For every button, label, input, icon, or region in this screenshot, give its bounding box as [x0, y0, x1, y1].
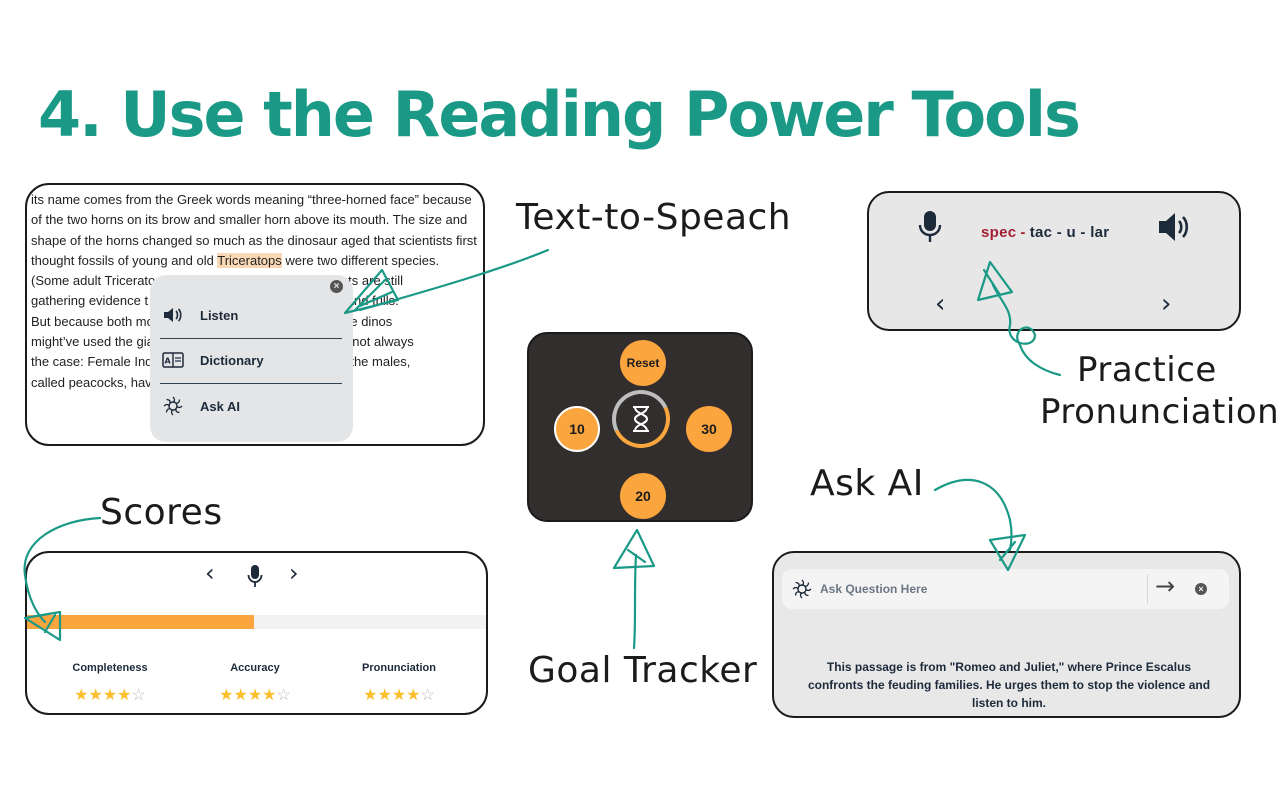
- popup-divider: [160, 338, 342, 339]
- reading-progress-fill: [27, 615, 254, 629]
- reading-line: of the two horns on its brow and smaller…: [31, 212, 468, 228]
- goal-option-10[interactable]: 10: [554, 406, 600, 452]
- annotation-scores: Scores: [100, 492, 223, 533]
- active-syllable: spec: [981, 224, 1017, 241]
- popup-item-label: Ask AI: [200, 398, 240, 414]
- star-filled-icon: ★: [247, 687, 263, 704]
- annotation-pronunciation: Pronunciation: [1040, 392, 1280, 432]
- reading-text-segment: thought fossils of young and old: [31, 252, 218, 268]
- reading-text-segment: were two different species.: [281, 252, 440, 268]
- next-chevron-icon[interactable]: ›: [289, 559, 299, 587]
- star-filled-icon: ★: [391, 687, 407, 704]
- star-filled-icon: ★: [102, 687, 118, 704]
- speaker-icon: [160, 304, 186, 326]
- popup-item-label: Dictionary: [200, 352, 264, 368]
- score-stars-accuracy: ★★★★☆: [195, 685, 315, 705]
- arrow-goal-tracker: [632, 553, 638, 650]
- scores-panel: ‹ › Completeness ★★★★☆ Accuracy ★★★★☆ Pr…: [25, 551, 488, 715]
- speaker-icon[interactable]: [1157, 211, 1193, 248]
- star-empty-icon: ☆: [276, 687, 291, 704]
- syllable-breakdown: spec-tac - u - lar: [981, 224, 1109, 241]
- score-label-accuracy: Accuracy: [230, 662, 280, 674]
- score-stars-pronunciation: ★★★★☆: [339, 685, 459, 705]
- close-icon[interactable]: ×: [1195, 583, 1207, 595]
- reading-line: shape of the horns changed so much as th…: [31, 232, 477, 248]
- annotation-goal-tracker: Goal Tracker: [528, 650, 758, 691]
- svg-text:A: A: [165, 357, 172, 366]
- goal-option-20[interactable]: 20: [620, 473, 666, 519]
- arrow-ask-ai: [933, 478, 1013, 552]
- annotation-ask-ai: Ask AI: [810, 463, 924, 504]
- microphone-icon[interactable]: [247, 564, 263, 593]
- annotation-text-to-speech: Text-to-Speach: [516, 197, 792, 238]
- arrowhead-goal-tracker: [612, 528, 656, 570]
- star-filled-icon: ★: [363, 687, 378, 704]
- hourglass-icon: [620, 398, 662, 440]
- ask-question-input[interactable]: [820, 573, 1150, 605]
- word-action-popup: × Listen A Dictionary Ask AI: [150, 275, 353, 442]
- page-title: 4. Use the Reading Power Tools: [38, 78, 1081, 151]
- ask-ai-bar: → ×: [782, 569, 1229, 609]
- popup-item-listen[interactable]: Listen: [160, 300, 340, 330]
- star-empty-icon: ☆: [131, 687, 146, 704]
- goal-option-30[interactable]: 30: [686, 406, 732, 452]
- star-filled-icon: ★: [377, 687, 392, 704]
- popup-close-button[interactable]: ×: [330, 280, 343, 293]
- reset-button[interactable]: Reset: [620, 340, 666, 386]
- annotation-practice: Practice: [1077, 350, 1217, 390]
- star-empty-icon: ☆: [420, 687, 435, 704]
- prev-chevron-icon[interactable]: ‹: [205, 559, 215, 587]
- star-filled-icon: ★: [88, 687, 103, 704]
- next-chevron-icon[interactable]: ›: [1161, 289, 1172, 319]
- star-filled-icon: ★: [262, 687, 277, 704]
- ask-ai-panel: → × This passage is from "Romeo and Juli…: [772, 551, 1241, 718]
- star-filled-icon: ★: [233, 687, 248, 704]
- star-filled-icon: ★: [406, 687, 421, 704]
- star-filled-icon: ★: [74, 687, 89, 704]
- popup-item-ask-ai[interactable]: Ask AI: [160, 391, 340, 421]
- reading-line: But because both mo inking the dinos: [31, 313, 393, 329]
- score-stars-completeness: ★★★★☆: [50, 685, 170, 705]
- popup-item-dictionary[interactable]: A Dictionary: [160, 345, 340, 375]
- popup-divider: [160, 383, 342, 384]
- pronunciation-panel: spec-tac - u - lar ‹ ›: [867, 191, 1241, 331]
- score-label-pronunciation: Pronunciation: [362, 662, 436, 674]
- ai-icon: [160, 395, 186, 417]
- reading-line: thought fossils of young and old Tricera…: [31, 251, 481, 271]
- star-filled-icon: ★: [117, 687, 132, 704]
- remaining-syllables: tac - u - lar: [1029, 224, 1110, 241]
- reading-progress-bar: [27, 615, 486, 629]
- ai-icon: [791, 578, 813, 605]
- ai-answer-text: This passage is from "Romeo and Juliet,"…: [807, 660, 1211, 710]
- reading-line: its name comes from the Greek words mean…: [31, 192, 472, 207]
- score-label-completeness: Completeness: [72, 662, 148, 674]
- input-divider: [1147, 574, 1148, 604]
- star-filled-icon: ★: [219, 687, 234, 704]
- goal-tracker-panel: Reset 10 30 20: [527, 332, 753, 522]
- highlighted-word[interactable]: Triceratops: [217, 252, 282, 268]
- send-arrow-icon[interactable]: →: [1155, 572, 1176, 600]
- syllable-dash: -: [1020, 224, 1026, 241]
- microphone-icon[interactable]: [917, 210, 943, 249]
- prev-chevron-icon[interactable]: ‹: [935, 289, 946, 319]
- popup-item-label: Listen: [200, 307, 239, 323]
- dictionary-icon: A: [160, 349, 186, 371]
